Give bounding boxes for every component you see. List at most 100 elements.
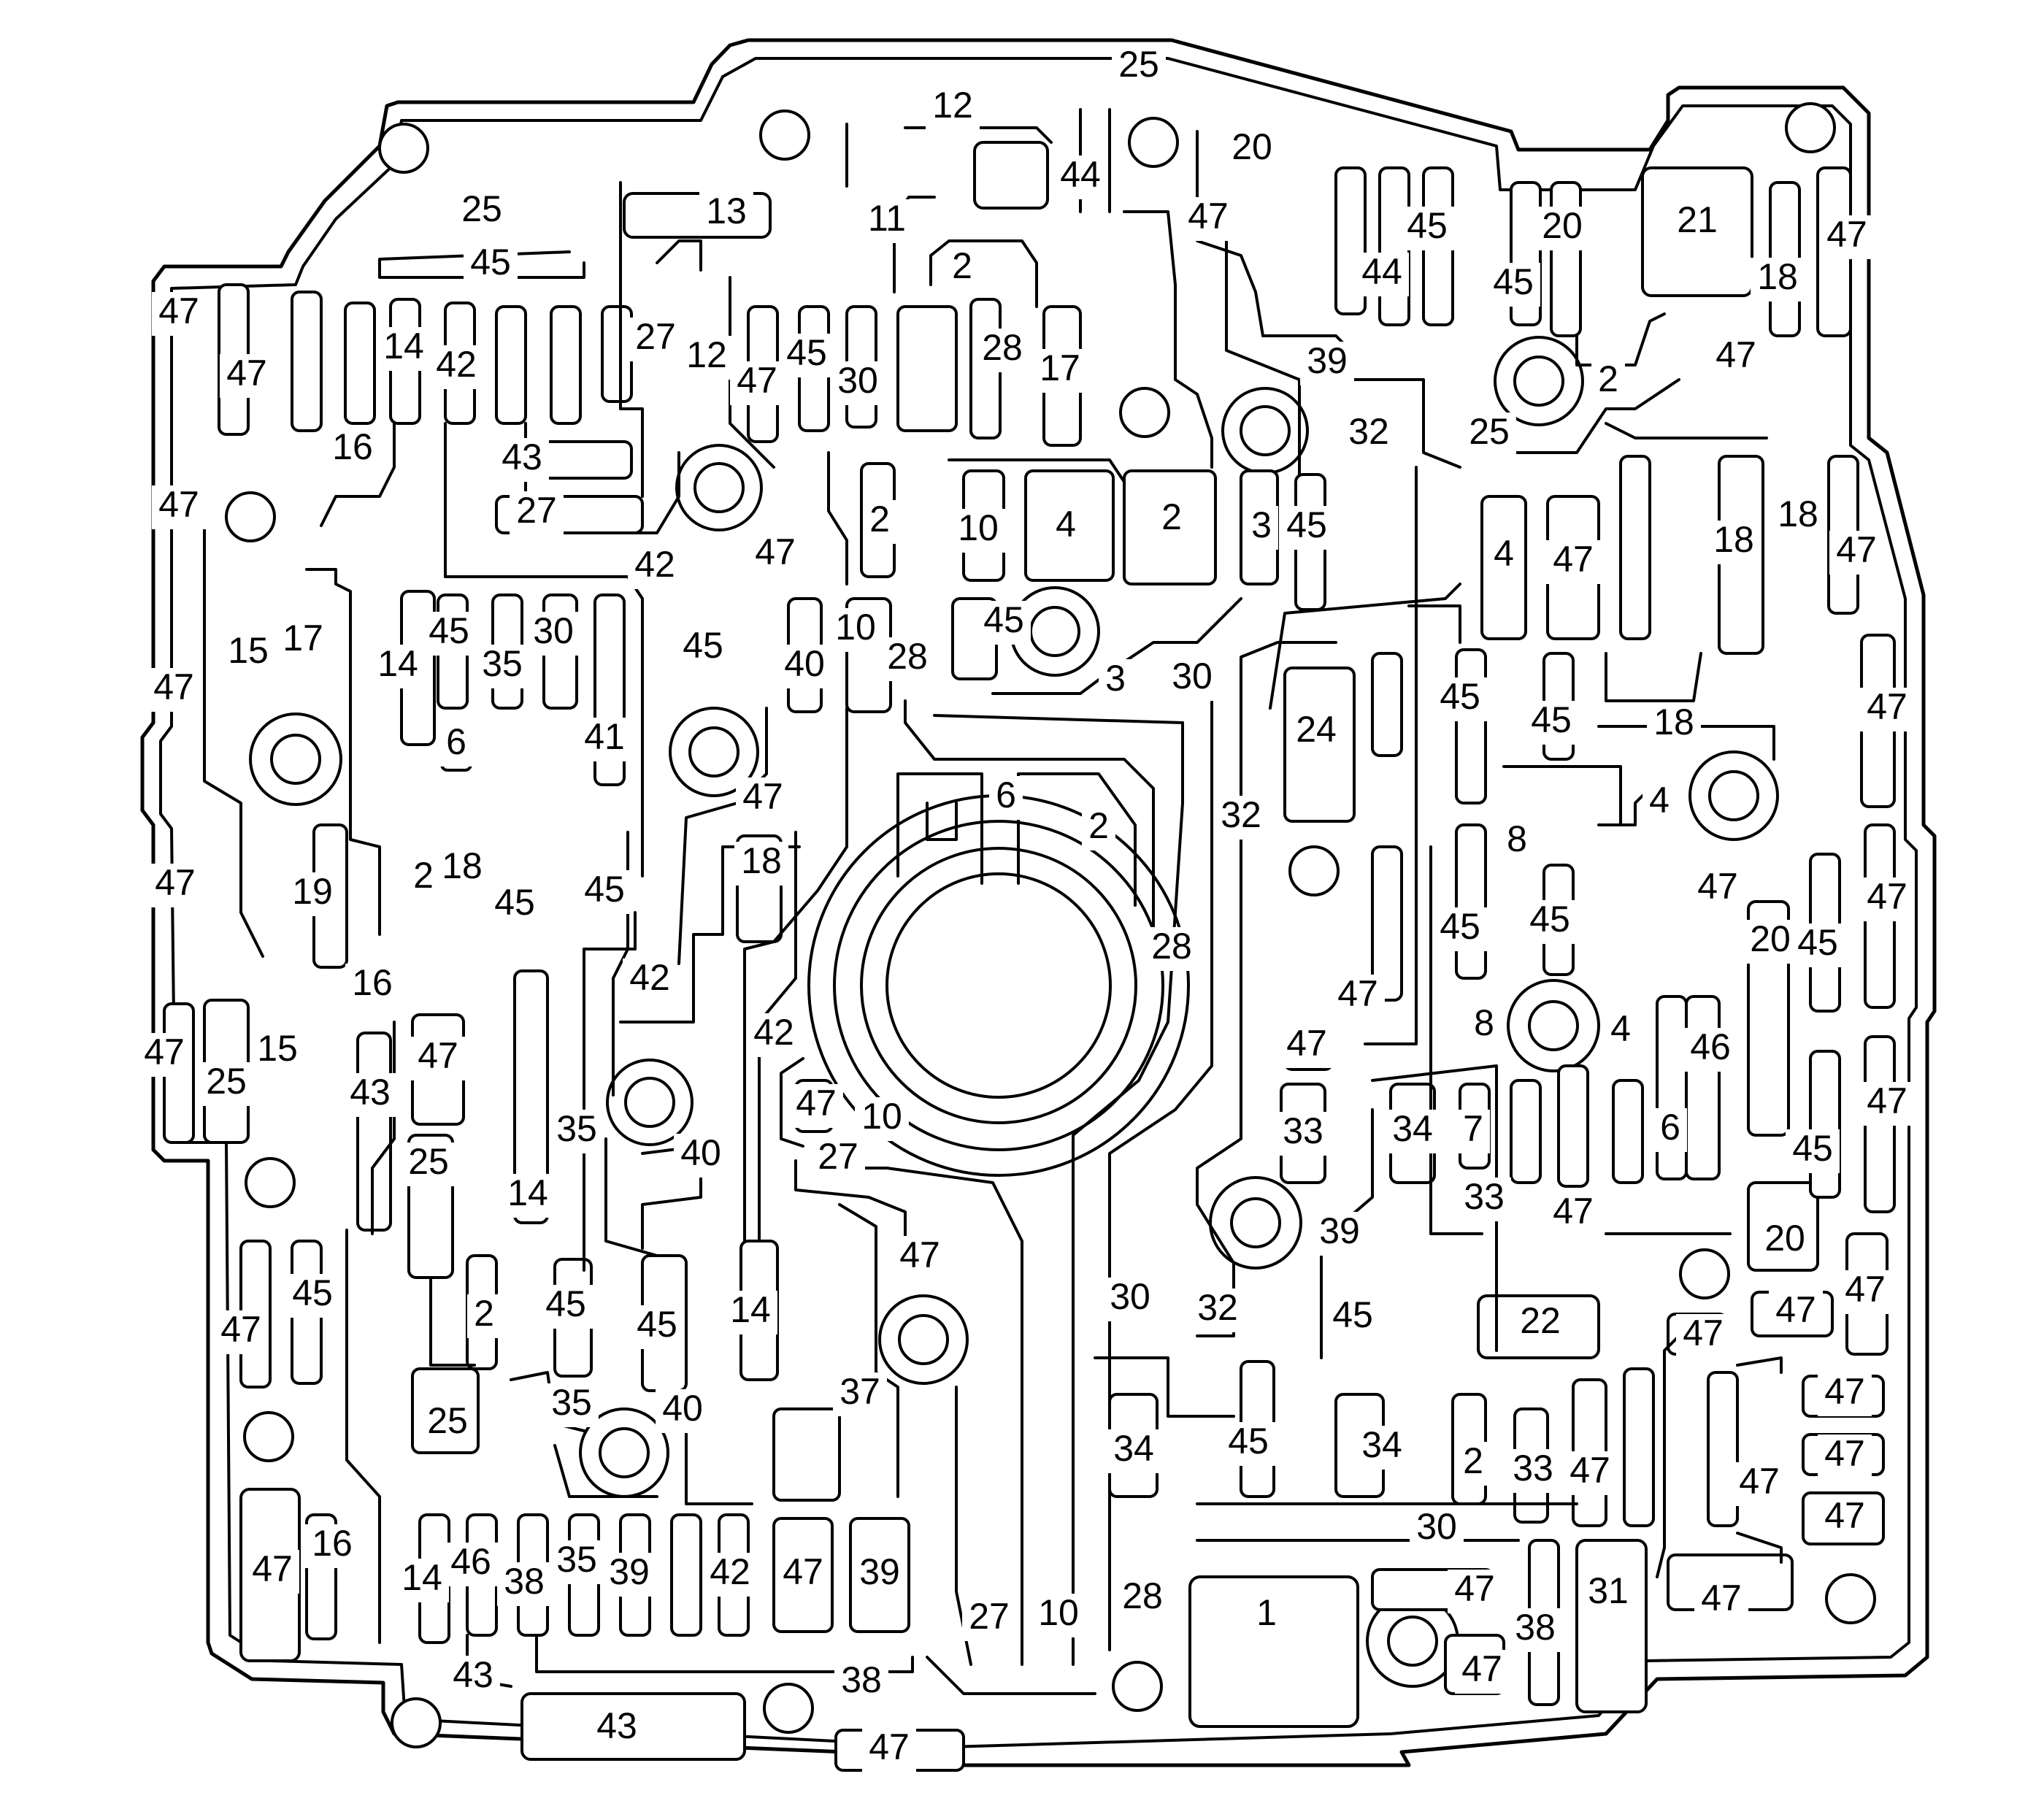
- passage-label-bg: [495, 438, 549, 482]
- passage-label: 12: [686, 334, 727, 375]
- passage-37: [772, 1407, 841, 1502]
- passage-label-bg: [550, 1540, 604, 1584]
- passage-label-bg: [1860, 1082, 1914, 1126]
- bolt-hole: [1528, 1000, 1579, 1051]
- route: [1094, 1356, 1235, 1418]
- passage-label: 47: [1701, 1578, 1742, 1618]
- passage-label: 47: [1337, 973, 1378, 1014]
- passage-label-bg: [1546, 1192, 1600, 1236]
- passage: [1557, 1064, 1589, 1188]
- passage-label-bg: [629, 318, 683, 361]
- passage-label-bg: [703, 1553, 757, 1597]
- passage-label-bg: [1112, 45, 1166, 89]
- passage-label-bg: [1500, 820, 1534, 864]
- passage-label-bg: [488, 883, 542, 927]
- passage-label: 30: [1416, 1506, 1457, 1547]
- passage-label: 25: [1469, 411, 1510, 452]
- passage-label-bg: [1400, 207, 1454, 250]
- hole-surround: [669, 707, 759, 797]
- passage-label: 39: [859, 1551, 900, 1592]
- route: [1736, 1532, 1783, 1564]
- passage-label-bg: [623, 959, 677, 1002]
- passage-label: 16: [312, 1523, 353, 1564]
- passage-label-bg: [1523, 900, 1577, 944]
- bolt-hole: [1825, 1573, 1876, 1624]
- hole-surround: [878, 1294, 969, 1385]
- passage-label: 47: [1683, 1313, 1724, 1353]
- passage-label: 39: [1319, 1210, 1360, 1251]
- bolt-hole: [898, 1314, 949, 1365]
- passage-label: 30: [533, 610, 574, 651]
- passage-label-bg: [1155, 498, 1188, 542]
- passage-label: 46: [1690, 1026, 1731, 1067]
- passage-label-bg: [736, 777, 790, 821]
- passage-label: 14: [402, 1557, 442, 1598]
- passage-label-bg: [1456, 1442, 1490, 1486]
- route: [1429, 845, 1483, 1235]
- passage-label-bg: [467, 1294, 501, 1338]
- passage-label: 47: [144, 1032, 185, 1072]
- passage-label: 4: [1494, 533, 1514, 574]
- passage-label: 18: [1778, 493, 1818, 534]
- passage-label: 42: [629, 957, 670, 998]
- bolt-hole: [688, 726, 739, 777]
- passage-label: 47: [1845, 1269, 1886, 1310]
- passage-label-bg: [1563, 1451, 1617, 1495]
- passage-label-bg: [833, 1372, 887, 1416]
- passage-label: 45: [494, 882, 535, 923]
- passage-label: 35: [556, 1539, 597, 1580]
- passage-label-bg: [860, 199, 914, 243]
- passage-label: 47: [153, 667, 194, 707]
- bolt-hole: [1679, 1248, 1730, 1299]
- passage-label: 38: [504, 1561, 545, 1602]
- passage-label-bg: [402, 1142, 456, 1186]
- passage-label: 39: [609, 1551, 650, 1592]
- passage-label: 8: [1474, 1002, 1494, 1043]
- passage-label-bg: [577, 718, 631, 761]
- central-bore-ring-1: [860, 847, 1137, 1124]
- passage-label-bg: [1289, 710, 1343, 754]
- passage-label-bg: [1214, 796, 1268, 840]
- route: [780, 1057, 804, 1148]
- passage-label-bg: [628, 545, 682, 589]
- passage-label: 3: [1251, 504, 1272, 545]
- passage-label-bg: [834, 1661, 888, 1705]
- passage-label: 25: [461, 188, 502, 229]
- passage-label-bg: [776, 1553, 830, 1597]
- passage-label: 2: [952, 245, 972, 286]
- route: [991, 597, 1242, 695]
- passage-label: 42: [710, 1551, 750, 1592]
- passage-label-bg: [326, 428, 380, 472]
- passage-label-bg: [1225, 128, 1279, 172]
- passage-label: 46: [450, 1541, 491, 1582]
- route: [1371, 1064, 1498, 1352]
- passage-label: 47: [899, 1234, 940, 1275]
- passage-44: [973, 141, 1049, 210]
- bolt-hole: [1230, 1197, 1281, 1248]
- passage-label-bg: [250, 1029, 304, 1073]
- passage-label-bg: [780, 334, 834, 377]
- passage-label-bg: [1486, 263, 1540, 307]
- passage-label: 24: [1296, 709, 1337, 750]
- bolt-hole: [378, 123, 429, 174]
- passage-label-bg: [148, 864, 202, 907]
- central-bore-hole: [885, 872, 1112, 1099]
- passage-label-bg: [1276, 1112, 1330, 1156]
- passage-label: 10: [861, 1096, 902, 1137]
- route: [1605, 652, 1702, 702]
- passage-label: 45: [1440, 906, 1480, 947]
- bolt-hole: [1029, 606, 1080, 657]
- passage: [1612, 1079, 1644, 1184]
- passage-label-bg: [1049, 505, 1083, 549]
- passage-label: 33: [1464, 1176, 1505, 1217]
- passage-label: 45: [1407, 205, 1448, 246]
- passage-label-bg: [510, 491, 564, 535]
- passage-label: 47: [1553, 539, 1594, 580]
- passage-label: 34: [1361, 1424, 1402, 1465]
- bolt-hole: [1240, 405, 1291, 456]
- passage-label: 4: [1649, 780, 1670, 821]
- passage-label: 14: [730, 1289, 771, 1330]
- passage-label: 47: [1454, 1568, 1495, 1609]
- passage-label: 30: [1110, 1276, 1150, 1317]
